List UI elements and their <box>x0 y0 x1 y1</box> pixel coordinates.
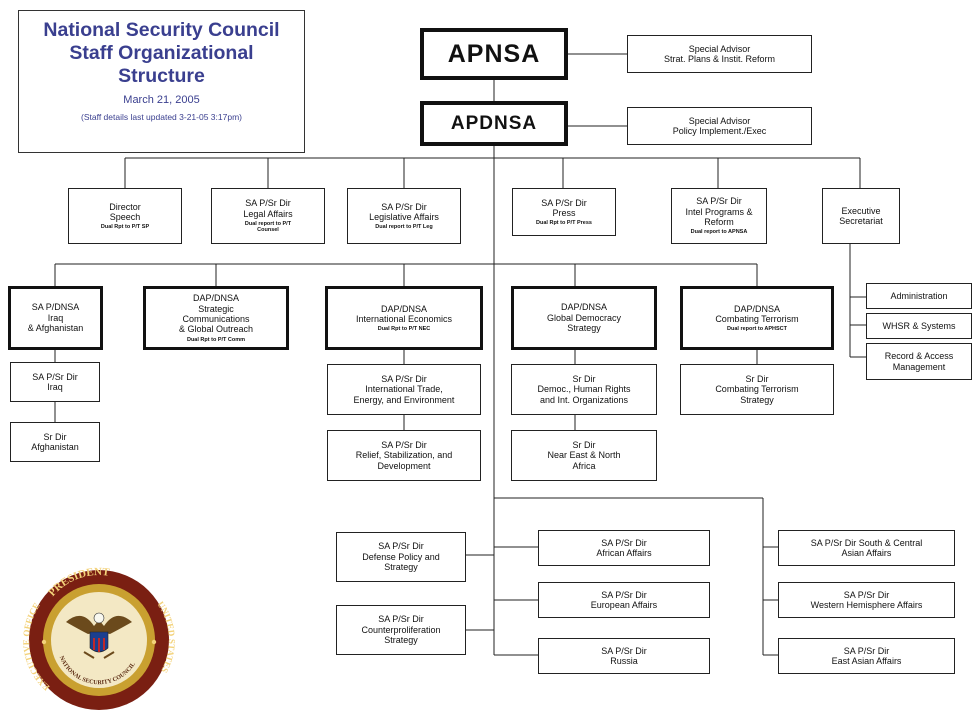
node-near-east: Sr Dir Near East & North Africa <box>511 430 657 481</box>
node-label: Executive Secretariat <box>839 205 883 226</box>
node-note: Dual Rpt to P/T Press <box>536 220 592 227</box>
node-label: SA P/Sr Dir European Affairs <box>590 589 658 610</box>
node-note: Dual Rpt to P/T NEC <box>377 326 431 333</box>
node-strategic-communications: DAP/DNSA Strategic Communications & Glob… <box>143 286 289 350</box>
node-note: Dual report to P/T Counsel <box>244 221 292 234</box>
node-european-affairs: SA P/Sr Dir European Affairs <box>538 582 710 618</box>
node-label: Record & Access Management <box>884 351 954 372</box>
node-combating-terrorism: DAP/DNSA Combating Terrorism Dual report… <box>680 286 834 350</box>
node-press: SA P/Sr Dir Press Dual Rpt to P/T Press <box>512 188 616 236</box>
node-label: WHSR & Systems <box>882 320 956 331</box>
chart-date: March 21, 2005 <box>123 94 200 106</box>
node-iraq-afghanistan: SA P/DNSA Iraq & Afghanistan <box>8 286 103 350</box>
node-democracy-human-rights: Sr Dir Democ., Human Rights and Int. Org… <box>511 364 657 415</box>
node-relief-stabilization: SA P/Sr Dir Relief, Stabilization, and D… <box>327 430 481 481</box>
node-label: SA P/Sr Dir Western Hemisphere Affairs <box>810 589 923 610</box>
node-label: SA P/Sr Dir Counterproliferation Strateg… <box>361 614 441 646</box>
node-intel-programs: SA P/Sr Dir Intel Programs & Reform Dual… <box>671 188 767 244</box>
node-label: Director Speech <box>109 201 141 222</box>
node-apnsa-label: APNSA <box>447 39 541 68</box>
node-label: Sr Dir Near East & North Africa <box>547 439 621 471</box>
node-label: SA P/Sr Dir Press <box>541 197 587 218</box>
node-special-advisor-strat: Special Advisor Strat. Plans & Instit. R… <box>627 35 812 73</box>
seal-stars <box>41 639 157 645</box>
node-label: SA P/Sr Dir East Asian Affairs <box>831 645 902 666</box>
node-label: Sr Dir Democ., Human Rights and Int. Org… <box>537 373 631 405</box>
node-label: SA P/Sr Dir Intel Programs & Reform <box>685 196 753 228</box>
node-executive-secretariat: Executive Secretariat <box>822 188 900 244</box>
node-label: SA P/Sr Dir Legal Affairs <box>243 198 293 219</box>
node-ct-strategy: Sr Dir Combating Terrorism Strategy <box>680 364 834 415</box>
node-east-asian: SA P/Sr Dir East Asian Affairs <box>778 638 955 674</box>
node-note: Dual Rpt to P/T SP <box>100 224 150 231</box>
node-legislative-affairs: SA P/Sr Dir Legislative Affairs Dual rep… <box>347 188 461 244</box>
node-apdnsa-label: APDNSA <box>450 112 538 134</box>
node-label: SA P/Sr Dir African Affairs <box>596 537 652 558</box>
node-record-access: Record & Access Management <box>866 343 972 380</box>
node-defense-policy: SA P/Sr Dir Defense Policy and Strategy <box>336 532 466 582</box>
node-director-speech: Director Speech Dual Rpt to P/T SP <box>68 188 182 244</box>
node-label: SA P/Sr Dir Relief, Stabilization, and D… <box>355 439 453 471</box>
node-russia: SA P/Sr Dir Russia <box>538 638 710 674</box>
node-apnsa: APNSA <box>420 28 568 80</box>
chart-title-block: National Security Council Staff Organiza… <box>18 10 305 153</box>
node-label: Sr Dir Afghanistan <box>31 431 79 452</box>
node-label: DAP/DNSA Global Democracy Strategy <box>546 302 622 334</box>
node-label: DAP/DNSA International Economics <box>355 303 453 324</box>
node-label: SA P/Sr Dir Iraq <box>32 371 78 392</box>
node-global-democracy: DAP/DNSA Global Democracy Strategy <box>511 286 657 350</box>
node-african-affairs: SA P/Sr Dir African Affairs <box>538 530 710 566</box>
node-note: Dual Rpt to P/T Comm <box>186 336 246 343</box>
node-label: Special Advisor Strat. Plans & Instit. R… <box>663 43 776 64</box>
node-apdnsa: APDNSA <box>420 101 568 146</box>
node-note: Dual report to APHSCT <box>727 326 787 333</box>
node-label: SA P/Sr Dir International Trade, Energy,… <box>353 373 455 405</box>
node-label: SA P/Sr Dir Russia <box>601 645 647 666</box>
nsc-seal-logo: PRESIDENT EXECUTIVE OFFICE UNITED STATES… <box>21 566 177 710</box>
eagle-icon <box>66 612 132 659</box>
node-label: DAP/DNSA Strategic Communications & Glob… <box>178 293 254 335</box>
node-special-advisor-policy: Special Advisor Policy Implement./Exec <box>627 107 812 145</box>
node-iraq-director: SA P/Sr Dir Iraq <box>10 362 100 402</box>
node-label: DAP/DNSA Combating Terrorism <box>715 303 799 324</box>
node-trade-energy: SA P/Sr Dir International Trade, Energy,… <box>327 364 481 415</box>
node-western-hemisphere: SA P/Sr Dir Western Hemisphere Affairs <box>778 582 955 618</box>
node-international-economics: DAP/DNSA International Economics Dual Rp… <box>325 286 483 350</box>
node-note: Dual report to APNSA <box>690 229 748 236</box>
node-administration: Administration <box>866 283 972 309</box>
node-south-central-asian: SA P/Sr Dir South & Central Asian Affair… <box>778 530 955 566</box>
node-label: SA P/DNSA Iraq & Afghanistan <box>27 302 84 334</box>
node-whsr-systems: WHSR & Systems <box>866 313 972 339</box>
node-legal-affairs: SA P/Sr Dir Legal Affairs Dual report to… <box>211 188 325 244</box>
node-label: SA P/Sr Dir Defense Policy and Strategy <box>362 541 440 573</box>
node-label: SA P/Sr Dir South & Central Asian Affair… <box>810 537 923 558</box>
node-note: Dual report to P/T Leg <box>375 224 433 231</box>
node-label: Special Advisor Policy Implement./Exec <box>672 115 767 136</box>
node-afghanistan-director: Sr Dir Afghanistan <box>10 422 100 462</box>
node-label: SA P/Sr Dir Legislative Affairs <box>369 201 439 222</box>
node-label: Administration <box>890 290 948 301</box>
node-counterproliferation: SA P/Sr Dir Counterproliferation Strateg… <box>336 605 466 655</box>
chart-title: National Security Council Staff Organiza… <box>43 19 280 87</box>
chart-update-note: (Staff details last updated 3-21-05 3:17… <box>81 112 242 122</box>
node-label: Sr Dir Combating Terrorism Strategy <box>715 373 799 405</box>
